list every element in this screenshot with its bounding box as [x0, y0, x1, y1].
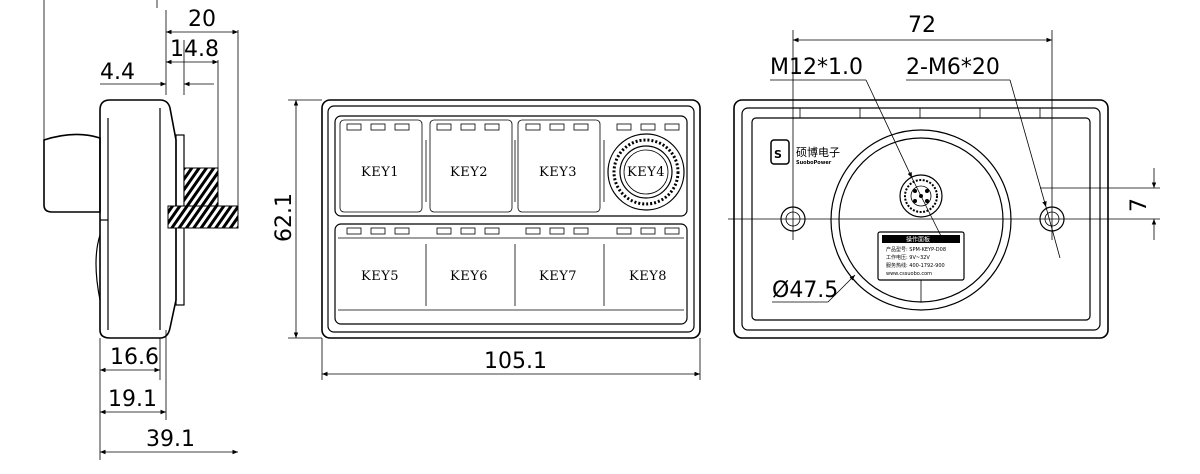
- dim-4-4: 4.4: [100, 60, 135, 85]
- label-url: www.cssuobo.com: [886, 271, 932, 277]
- key5-label[interactable]: KEY5: [361, 269, 399, 284]
- bottom-key-row: [338, 227, 684, 311]
- label-model: 产品型号: SPM-KEYP-D08: [886, 246, 946, 253]
- svg-text:S: S: [774, 148, 782, 161]
- key7-label[interactable]: KEY7: [539, 269, 577, 284]
- brand-logo: S 硕博电子 SuoboPower: [770, 139, 840, 166]
- top-key-row: [339, 119, 680, 213]
- side-view: 20 14.8 4.4 16.6 19.1 39.1: [43, 0, 239, 460]
- dim-72: 72: [908, 13, 936, 38]
- key3-label[interactable]: KEY3: [539, 165, 577, 180]
- knob-key4[interactable]: [607, 133, 685, 211]
- dim-105-1: 105.1: [484, 349, 547, 374]
- dim-19-1: 19.1: [108, 387, 157, 412]
- dim-16-6: 16.6: [110, 345, 159, 370]
- label-plate: 操作面板 产品型号: SPM-KEYP-D08 工作电压: 9V~32V 服务热…: [877, 231, 965, 281]
- diameter-label: Ø47.5: [772, 278, 838, 303]
- label-hotline: 服务热线: 400-1792-900: [886, 262, 945, 269]
- dim-14-8: 14.8: [170, 37, 219, 62]
- key1-label[interactable]: KEY1: [361, 165, 399, 180]
- dim-7: 7: [1127, 198, 1152, 212]
- key2-label[interactable]: KEY2: [450, 165, 488, 180]
- label-title: 操作面板: [906, 236, 930, 244]
- dim-39-1: 39.1: [146, 427, 195, 452]
- key8-label[interactable]: KEY8: [629, 269, 667, 284]
- m12-label: M12*1.0: [770, 55, 863, 80]
- screw-label: 2-M6*20: [906, 55, 1000, 80]
- key6-label[interactable]: KEY6: [450, 269, 488, 284]
- m12-connector: [899, 174, 943, 218]
- dim-62-1: 62.1: [272, 193, 297, 242]
- logo-cn: 硕博电子: [796, 146, 840, 159]
- key4-label[interactable]: KEY4: [627, 165, 665, 180]
- front-view: KEY1 KEY2 KEY3 KEY4 KEY5 KEY6 KEY7 KEY8 …: [272, 99, 701, 380]
- logo-en: SuoboPower: [796, 160, 832, 166]
- label-voltage: 工作电压: 9V~32V: [886, 254, 930, 261]
- dim-20: 20: [188, 7, 216, 32]
- rear-view: S 硕博电子 SuoboPower: [728, 13, 1160, 339]
